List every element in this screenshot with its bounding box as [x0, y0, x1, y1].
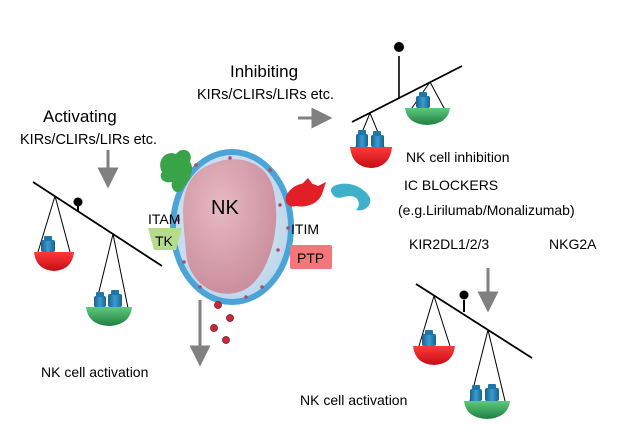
inhibiting-title: Inhibiting — [230, 62, 298, 81]
bottom-right-balance-green-pan — [464, 401, 510, 419]
activating-title: Activating — [43, 107, 117, 126]
left-balance-green-pan — [86, 307, 132, 326]
top-right-balance-red-pan — [350, 147, 392, 168]
ptp-label: PTP — [297, 250, 324, 266]
nk-label: NK — [211, 197, 239, 219]
target-kir2dl: KIR2DL1/2/3 — [409, 236, 489, 252]
bottom-right-balance-red-pan — [413, 346, 455, 365]
tk-box — [148, 228, 182, 250]
nk-cell: NK — [170, 149, 294, 305]
ic-blocker-icon — [331, 183, 371, 211]
top-right-balance-weight-green — [416, 92, 430, 108]
top-right-balance-scale — [350, 42, 463, 168]
bottom-right-balance-beam — [415, 283, 533, 359]
bottom-right-balance-scale — [413, 283, 533, 419]
top-right-balance-beam — [351, 65, 463, 123]
ic-blockers-title: IC BLOCKERS — [404, 177, 498, 193]
activating-subtitle: KIRs/CLIRs/LIRs etc. — [20, 132, 157, 148]
released-granules — [210, 301, 234, 344]
target-nkg2a: NKG2A — [549, 236, 597, 252]
inhibiting-subtitle: KIRs/CLIRs/LIRs etc. — [197, 87, 334, 103]
left-balance-weight-red — [41, 236, 55, 252]
itam-receptor-icon — [160, 149, 193, 193]
ptp-box — [290, 245, 332, 269]
top-right-balance-weights-red — [356, 130, 384, 147]
bottom-right-balance-weight-red — [422, 330, 436, 346]
nk-cell-activation-left-label: NK cell activation — [41, 364, 148, 380]
itim-label: ITIM — [291, 221, 319, 237]
nk-cell-inner-granules — [176, 156, 290, 299]
bottom-right-balance-pivot-knob — [459, 290, 469, 300]
top-right-balance-pivot-knob — [394, 42, 404, 52]
nk-nucleus — [183, 159, 277, 294]
left-balance-scale — [32, 181, 163, 326]
itim-receptor-icon — [285, 182, 326, 207]
left-balance-pivot-knob — [73, 197, 83, 207]
tk-label: TK — [155, 233, 174, 249]
nk-cell-inhibition-label: NK cell inhibition — [406, 149, 510, 165]
bottom-right-balance-weights-green — [470, 384, 499, 401]
itam-label: ITAM — [148, 211, 180, 227]
left-balance-red-pan — [34, 252, 74, 271]
left-balance-weights-green — [94, 290, 122, 307]
top-right-balance-green-pan — [405, 108, 450, 125]
nk-cell-activation-right-label: NK cell activation — [300, 392, 407, 408]
ic-blockers-examples: (e.g.Lirilumab/Monalizumab) — [398, 202, 575, 218]
